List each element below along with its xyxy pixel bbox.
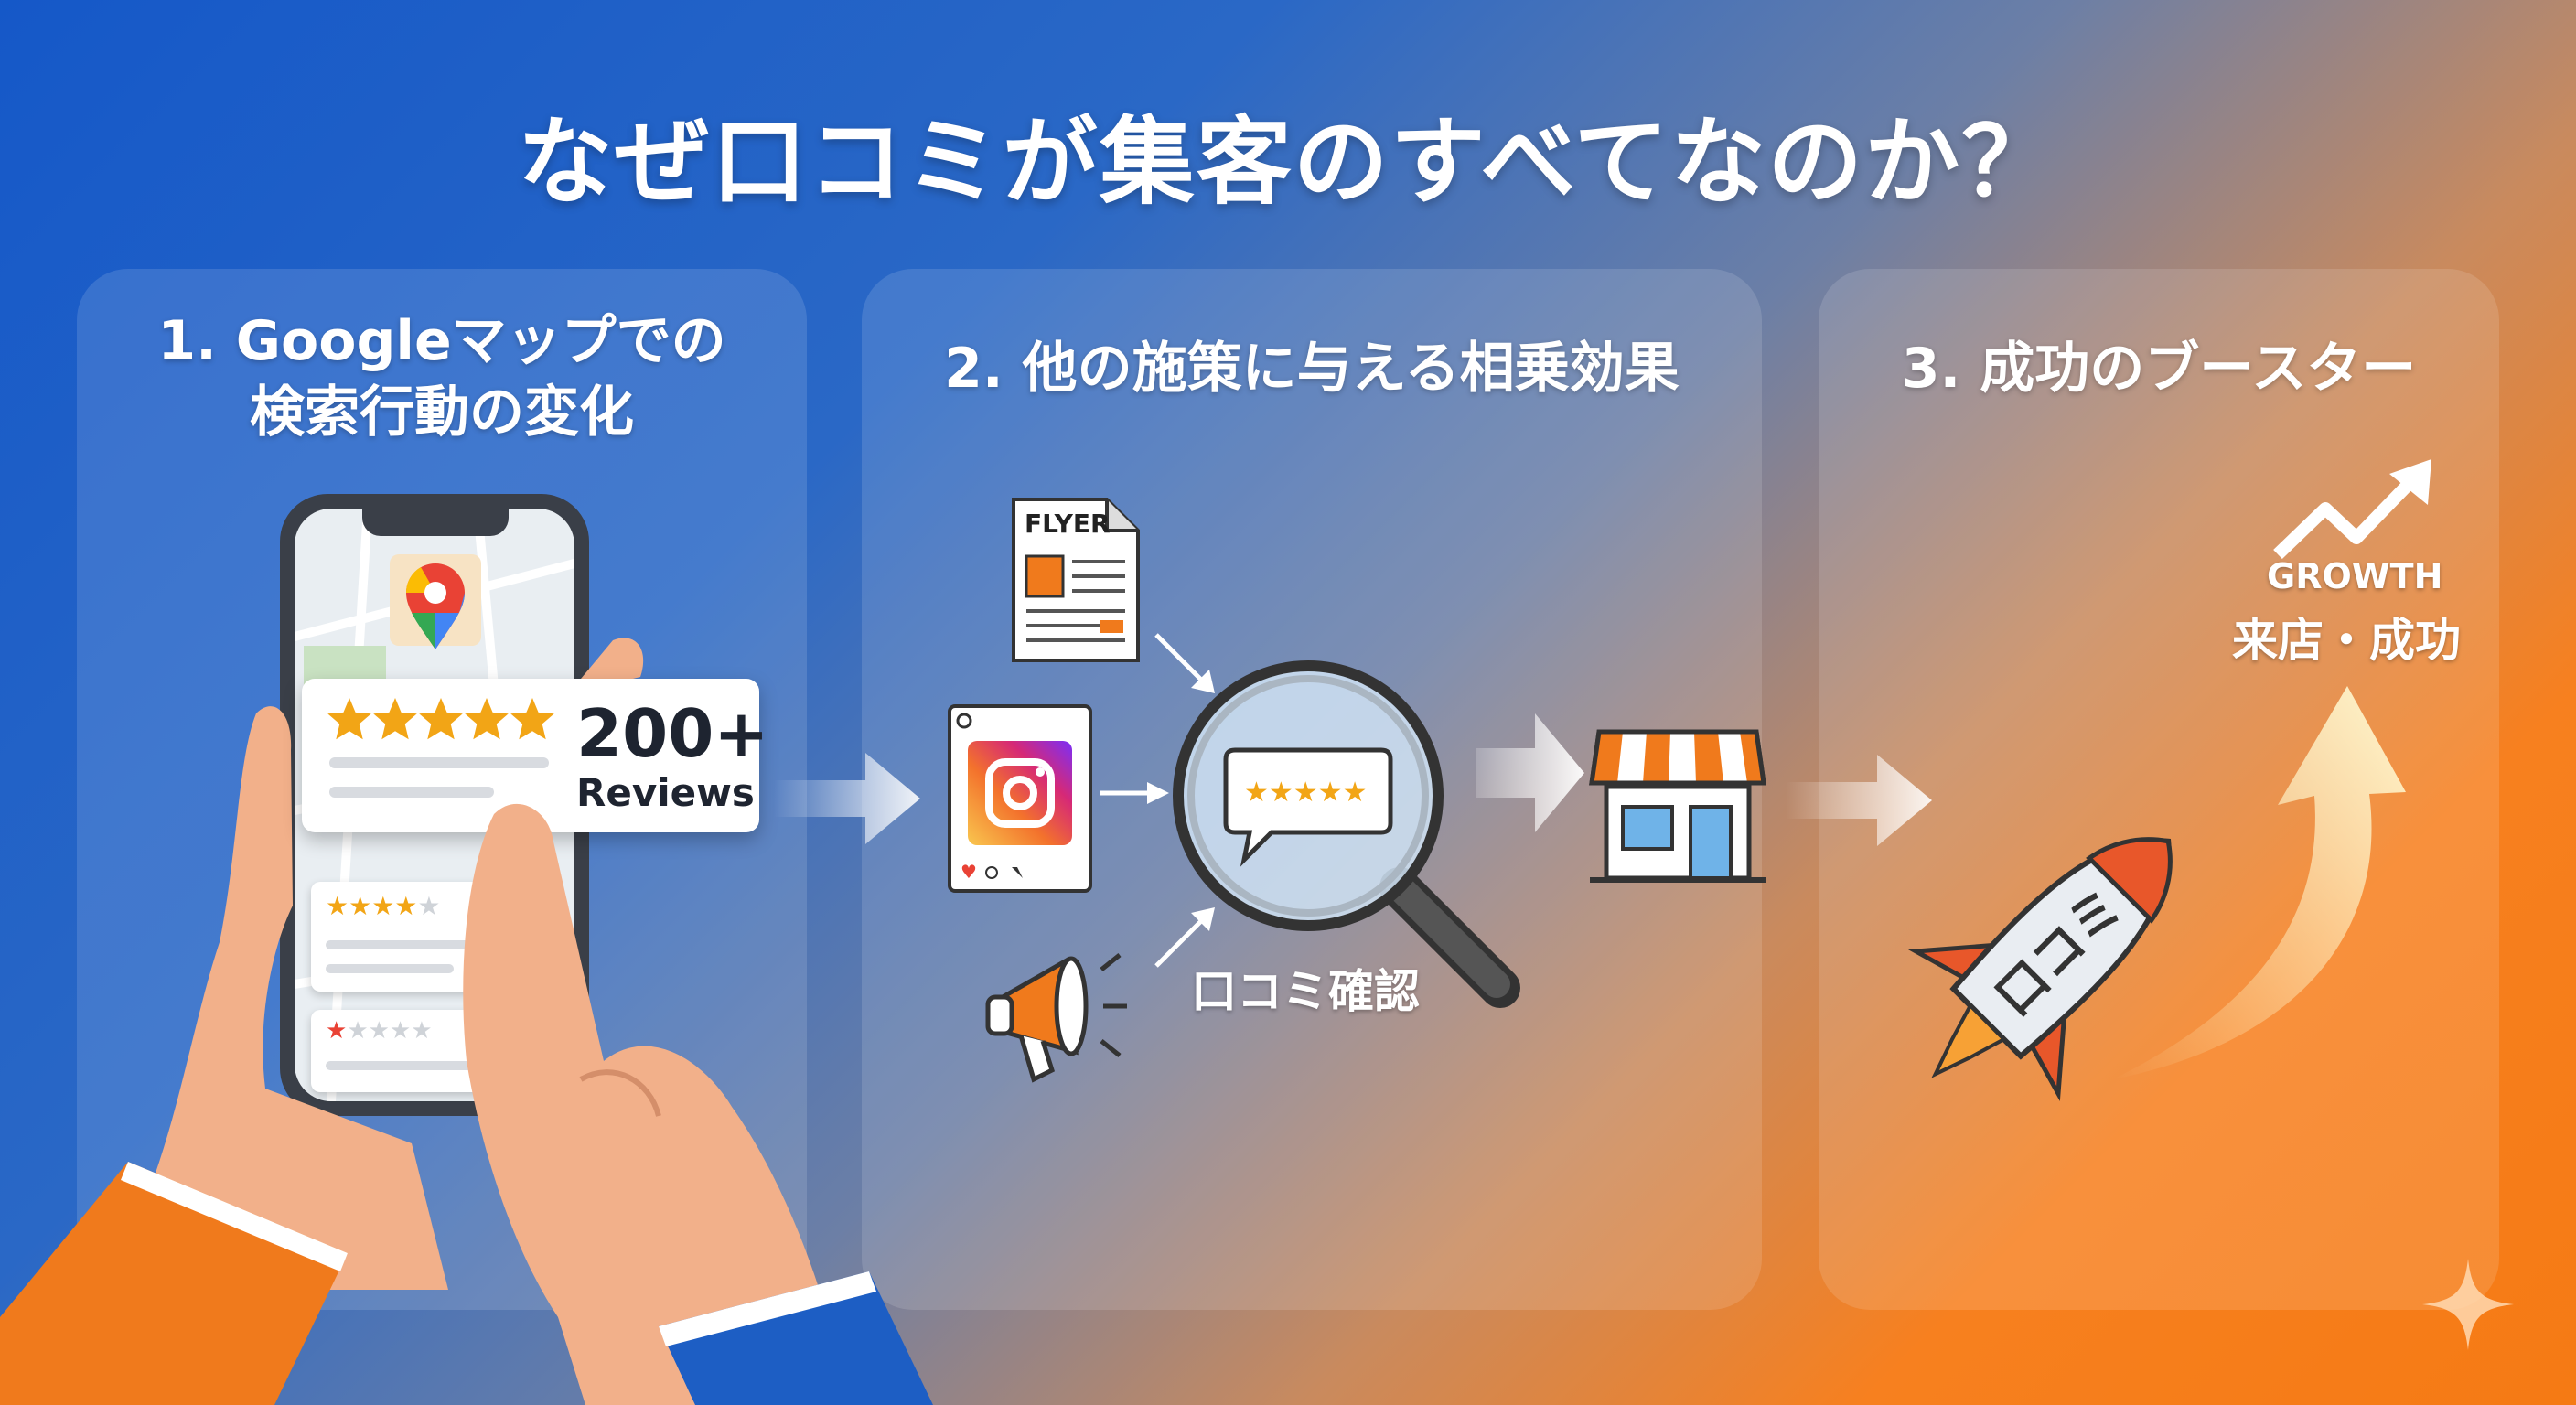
star-icon: [510, 698, 554, 740]
search-label: 口コミ確認: [1191, 965, 1420, 1018]
review-line: [329, 787, 494, 798]
store-icon: [1589, 729, 1766, 883]
rocket-icon: 口コミ: [1907, 837, 2173, 1102]
flyer-label: FLYER: [1025, 509, 1111, 539]
sleeve-left: [0, 1162, 348, 1405]
instagram-icon: ♥: [948, 704, 1092, 893]
review-count: 200+: [576, 695, 769, 772]
arrow-right-icon: [1786, 755, 1932, 846]
panel-2-title: 2. 他の施策に与える相乗効果: [944, 337, 1680, 401]
arrow-icon: [1154, 907, 1215, 968]
flyer-icon: [1012, 498, 1140, 662]
arrow-right-icon: [774, 753, 920, 844]
panel-1-title-line2: 検索行動の変化: [250, 381, 634, 445]
growth-arrow-icon: [2273, 459, 2431, 560]
star-icon: [327, 698, 371, 740]
star-rating-5: [327, 698, 554, 740]
arrow-right-icon: [1476, 713, 1584, 832]
hand-pointing: [463, 803, 860, 1405]
panel-3-title: 3. 成功のブースター: [1901, 337, 2417, 401]
sleeve-right: [659, 1271, 933, 1405]
star-icon: [373, 698, 417, 740]
star-rating-1: ★★★★★: [326, 1017, 433, 1045]
map-pin-icon: [390, 554, 481, 649]
panel-1-title: 1. Googleマップでの 検索行動の変化: [77, 306, 807, 448]
success-label: 来店・成功: [2232, 614, 2461, 667]
svg-text:★★★★★: ★★★★★: [1244, 777, 1367, 809]
star-icon: [419, 698, 463, 740]
megaphone-icon: [985, 953, 1127, 1083]
review-line: [329, 757, 549, 768]
growth-label: GROWTH: [2267, 556, 2443, 596]
upward-arrow-icon: [2113, 686, 2406, 1079]
arrow-icon: [1154, 633, 1215, 693]
review-label: Reviews: [576, 770, 755, 815]
magnifier-icon: ★★★★★: [1173, 660, 1520, 1008]
phone-notch: [362, 509, 509, 536]
arrow-icon: [1100, 782, 1169, 804]
star-icon: [465, 698, 509, 740]
star-rating-4: ★★★★★: [326, 891, 441, 921]
panel-1-title-line1: 1. Googleマップでの: [157, 309, 726, 373]
svg-text:♥: ♥: [961, 861, 977, 883]
sparkle-icon: [2422, 1259, 2514, 1350]
page-title: なぜ口コミが集客のすべてなのか？: [517, 106, 2059, 218]
